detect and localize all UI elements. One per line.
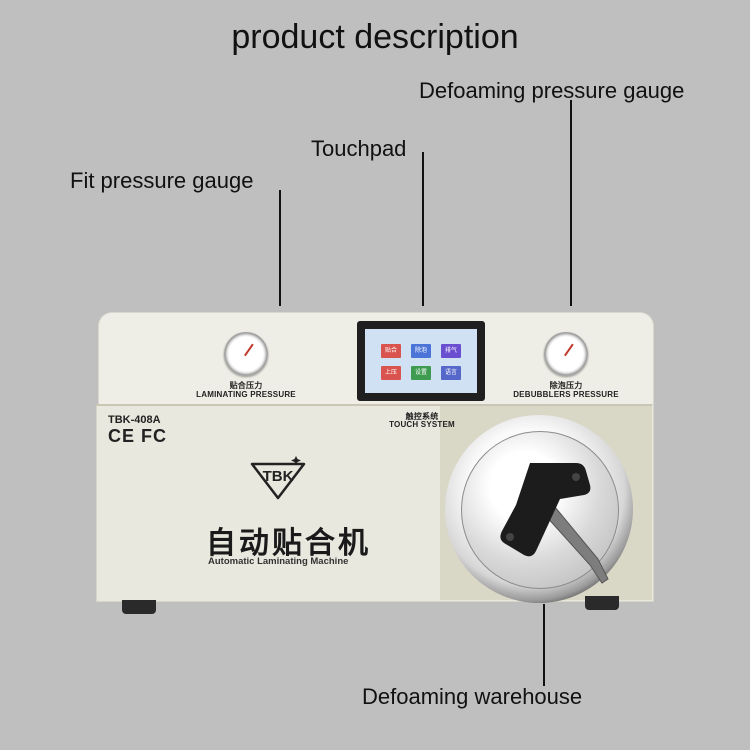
touch-system-label-en: TOUCH SYSTEM [389,420,455,429]
tbk-logo-icon [250,456,306,500]
callout-fit-pressure-gauge: Fit pressure gauge [70,168,254,193]
callout-defoaming-warehouse: Defoaming warehouse [362,684,583,709]
leader-line-fit-gauge [279,190,281,306]
callout-touchpad: Touchpad [311,136,407,161]
debubblers-pressure-gauge-icon [544,332,588,376]
gauge-needle [564,343,574,357]
machine-foot-left [122,600,156,614]
tank-clamp-handle-icon[interactable] [490,455,630,605]
leader-line-defoaming-gauge [570,100,572,306]
touch-system-label-cn: 触控系统 [405,412,439,421]
product-name-cn: 自动贴合机 [206,527,371,560]
touchpad-button[interactable]: 除泡 [411,344,431,358]
touchpad-button[interactable]: 语言 [441,366,461,380]
certification-marks: CE FC [108,426,167,446]
debubblers-gauge-label-cn: 除泡压力 [549,381,583,390]
machine-foot-right [585,596,619,610]
page-title: product description [231,18,519,56]
touchpad-screen[interactable]: 贴合除泡排气上压设置语言 [365,329,477,393]
leader-line-touchpad [422,152,424,306]
touchpad-button[interactable]: 设置 [411,366,431,380]
product-name-en: Automatic Laminating Machine [208,556,349,567]
callout-defoaming-pressure-gauge: Defoaming pressure gauge [419,78,685,103]
brand-logo-text: TBK [262,468,294,485]
debubblers-gauge-label-en: DEBUBBLERS PRESSURE [513,390,619,399]
touchpad-button[interactable]: 上压 [381,366,401,380]
model-number: TBK-408A [108,414,161,426]
touchpad-button[interactable]: 排气 [441,344,461,358]
laminating-pressure-gauge-icon [224,332,268,376]
leader-line-warehouse [543,604,545,686]
laminating-gauge-label-cn: 贴合压力 [229,381,263,390]
touchpad-button[interactable]: 贴合 [381,344,401,358]
laminating-gauge-label-en: LAMINATING PRESSURE [196,390,296,399]
panel-seam [96,404,652,406]
gauge-needle [244,343,254,357]
